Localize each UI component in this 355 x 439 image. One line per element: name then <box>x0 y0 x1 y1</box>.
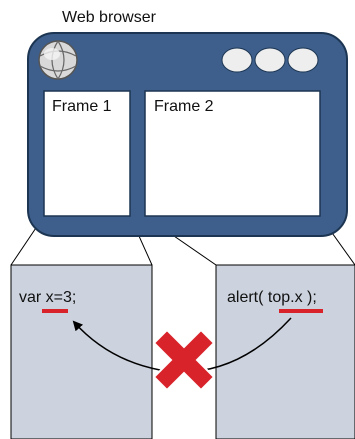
top-x-underline <box>279 309 323 313</box>
frame1-code: var x=3; <box>19 289 77 306</box>
x-underline <box>42 309 68 313</box>
window-control-button <box>254 47 286 73</box>
frame-1 <box>43 90 131 217</box>
frame2-code-panel <box>215 264 355 439</box>
frame-2 <box>144 90 321 217</box>
globe-icon <box>38 40 78 80</box>
frame2-code: alert( top.x ); <box>227 289 317 306</box>
red-x-icon <box>152 328 216 392</box>
frame1-code-panel <box>10 264 153 439</box>
frame2-label: Frame 2 <box>154 98 214 115</box>
browser-title: Web browser <box>62 9 156 26</box>
window-control-button <box>287 47 319 73</box>
window-control-button <box>221 47 253 73</box>
frame1-label: Frame 1 <box>52 98 112 115</box>
